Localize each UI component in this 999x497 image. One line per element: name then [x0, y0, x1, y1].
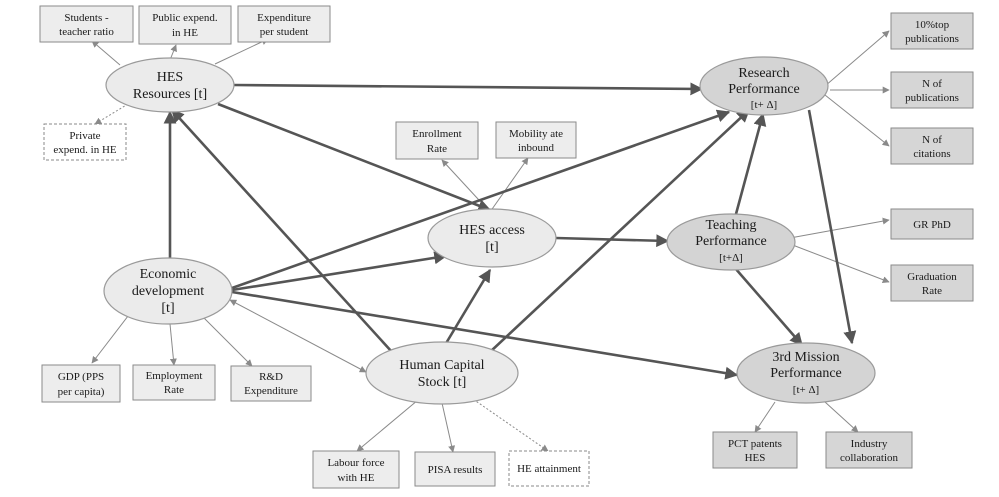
structural-paths	[163, 82, 857, 380]
svg-text:Stock [t]: Stock [t]	[418, 375, 467, 390]
svg-text:[t]: [t]	[485, 240, 498, 255]
indicator-top-publications: 10%top publications	[890, 12, 974, 50]
node-research-performance: Research Performance [t+ Δ]	[699, 56, 829, 116]
svg-text:Graduation: Graduation	[907, 271, 957, 283]
svg-text:HE attainment: HE attainment	[517, 463, 581, 475]
indicator-pct-patents: PCT patents HES	[712, 431, 798, 469]
svg-text:with HE: with HE	[338, 472, 375, 484]
indicator-n-citations: N of citations	[890, 127, 974, 165]
svg-text:publications: publications	[905, 33, 959, 45]
svg-text:N of: N of	[922, 78, 942, 90]
svg-text:[t+Δ]: [t+Δ]	[719, 252, 743, 264]
svg-text:Resources [t]: Resources [t]	[133, 87, 207, 102]
indicator-enrollment-rate: Enrollment Rate	[395, 121, 479, 160]
svg-text:Performance: Performance	[770, 366, 842, 381]
svg-text:Public expend.: Public expend.	[152, 12, 218, 24]
indicator-students-teacher-ratio: Students - teacher ratio	[39, 5, 134, 43]
svg-text:Students -: Students -	[64, 12, 109, 24]
svg-text:N of: N of	[922, 134, 942, 146]
svg-text:PISA results: PISA results	[428, 464, 483, 476]
indicator-pisa-results: PISA results	[414, 451, 496, 487]
svg-text:GDP (PPS: GDP (PPS	[58, 371, 104, 383]
indicator-industry-collaboration: Industry collaboration	[825, 431, 913, 469]
svg-text:HES: HES	[157, 70, 183, 85]
indicator-expenditure-per-student: Expenditure per student	[237, 5, 331, 43]
svg-text:Performance: Performance	[728, 82, 800, 97]
svg-text:HES: HES	[745, 452, 766, 464]
svg-text:in HE: in HE	[172, 27, 198, 39]
indicator-gdp: GDP (PPS per capita)	[41, 364, 121, 403]
indicator-links	[91, 30, 890, 453]
svg-text:[t]: [t]	[161, 301, 174, 316]
svg-text:Expenditure: Expenditure	[257, 12, 311, 24]
indicator-mobility-inbound: Mobility ate inbound	[495, 121, 577, 159]
svg-text:GR PhD: GR PhD	[913, 219, 951, 231]
node-hes-resources: HES Resources [t]	[105, 57, 235, 113]
svg-text:per capita): per capita)	[58, 386, 105, 398]
svg-text:Expenditure: Expenditure	[244, 385, 298, 397]
indicator-graduation-rate: Graduation Rate	[890, 264, 974, 302]
indicator-employment-rate: Employment Rate	[132, 364, 216, 401]
indicator-private-expend: Private expend. in HE	[43, 123, 127, 161]
svg-text:Industry: Industry	[851, 438, 888, 450]
svg-text:[t+ Δ]: [t+ Δ]	[751, 99, 777, 111]
svg-text:collaboration: collaboration	[840, 452, 899, 464]
svg-text:Economic: Economic	[140, 267, 197, 282]
svg-text:R&D: R&D	[259, 371, 283, 383]
svg-text:Human Capital: Human Capital	[399, 358, 484, 373]
svg-text:Rate: Rate	[922, 285, 942, 297]
svg-text:Performance: Performance	[695, 234, 767, 249]
svg-text:Research: Research	[738, 66, 789, 81]
node-teaching-performance: Teaching Performance [t+Δ]	[666, 213, 796, 271]
svg-text:Rate: Rate	[164, 384, 184, 396]
svg-text:PCT patents: PCT patents	[728, 438, 782, 450]
node-economic-development: Economic development [t]	[103, 257, 233, 325]
svg-text:teacher ratio: teacher ratio	[59, 26, 114, 38]
svg-text:publications: publications	[905, 92, 959, 104]
svg-text:expend. in HE: expend. in HE	[53, 144, 117, 156]
svg-text:Private: Private	[69, 130, 100, 142]
indicator-n-publications: N of publications	[890, 71, 974, 109]
indicator-labour-force: Labour force with HE	[312, 450, 400, 489]
svg-text:10%top: 10%top	[915, 19, 950, 31]
svg-text:Teaching: Teaching	[705, 218, 756, 233]
indicator-gr-phd: GR PhD	[890, 208, 974, 240]
svg-text:3rd Mission: 3rd Mission	[772, 350, 839, 365]
svg-text:development: development	[132, 284, 204, 299]
svg-text:Enrollment: Enrollment	[412, 128, 462, 140]
svg-text:Mobility ate: Mobility ate	[509, 128, 563, 140]
indicator-public-expend: Public expend. in HE	[138, 5, 232, 45]
node-hes-access: HES access [t]	[427, 208, 557, 268]
svg-text:inbound: inbound	[518, 142, 555, 154]
svg-text:Labour force: Labour force	[327, 457, 384, 469]
svg-text:[t+ Δ]: [t+ Δ]	[793, 384, 819, 396]
svg-text:Employment: Employment	[146, 370, 203, 382]
svg-text:HES access: HES access	[459, 223, 525, 238]
svg-text:Rate: Rate	[427, 143, 447, 155]
svg-text:citations: citations	[913, 148, 950, 160]
indicator-rd-expenditure: R&D Expenditure	[230, 365, 312, 402]
svg-text:per student: per student	[260, 26, 309, 38]
node-third-mission-performance: 3rd Mission Performance [t+ Δ]	[736, 342, 876, 404]
indicator-he-attainment: HE attainment	[508, 450, 590, 487]
node-human-capital-stock: Human Capital Stock [t]	[365, 341, 519, 405]
